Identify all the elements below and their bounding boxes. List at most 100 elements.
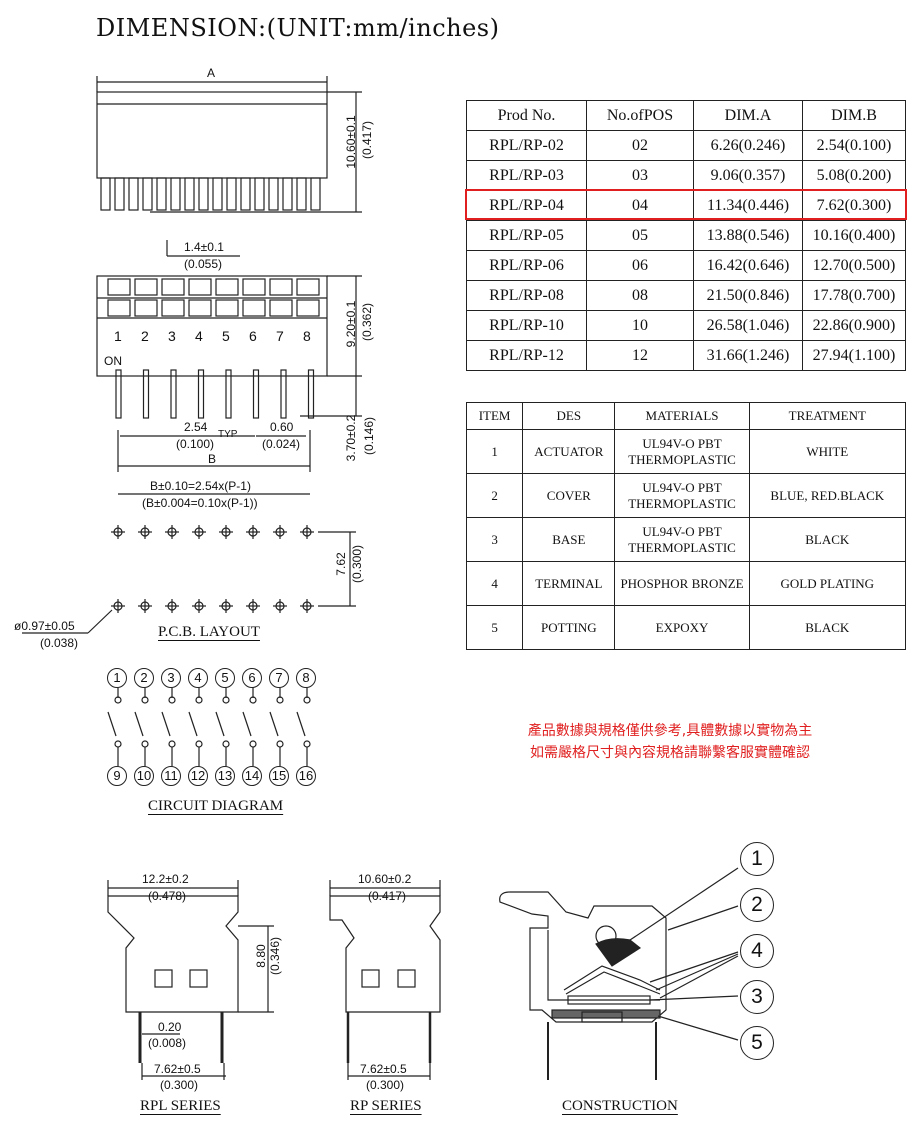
- b-formula-mm: B±0.10=2.54x(P-1): [150, 479, 251, 493]
- item-cell: 5: [465, 605, 524, 650]
- contact-node: [276, 696, 284, 704]
- switch-slot: [161, 278, 185, 296]
- pin-lead: [114, 177, 125, 211]
- switch-blade: [161, 711, 171, 737]
- pin-number-top: 7: [269, 668, 289, 688]
- table-cell: 08: [586, 280, 694, 311]
- des-cell: POTTING: [522, 605, 616, 650]
- front-height-mm: 9.20±0.1: [344, 300, 358, 348]
- pin-number-bottom: 16: [296, 766, 316, 786]
- table-cell: RPL/RP-12: [466, 340, 587, 371]
- pin-lead: [282, 177, 293, 211]
- pcb-layout-drawing: [111, 525, 314, 613]
- materials-line-1: UL94V-O PBT: [642, 523, 722, 539]
- table-cell: RPL/RP-08: [466, 280, 587, 311]
- hole-size-mm: ø0.97±0.05: [14, 619, 75, 633]
- position-number: 8: [303, 328, 311, 344]
- contact-node: [303, 740, 311, 748]
- switch-slot: [269, 278, 293, 296]
- pin-lead: [310, 177, 321, 211]
- materials-line-2: THERMOPLASTIC: [628, 495, 736, 511]
- pin-width-mm: 0.60: [270, 420, 294, 434]
- switch-slot: [242, 278, 266, 296]
- materials-line-1: UL94V-O PBT: [642, 479, 722, 495]
- switch-slot: [188, 278, 212, 296]
- position-number: 4: [195, 328, 203, 344]
- switch-slot: [215, 278, 239, 296]
- contact-node: [114, 696, 122, 704]
- table-cell: 04: [586, 190, 694, 221]
- table-cell: No.ofPOS: [586, 100, 694, 131]
- switch-actuator: [161, 299, 185, 317]
- switch-actuator: [134, 299, 158, 317]
- item-cell: 4: [465, 561, 524, 606]
- front-view-drawing: [96, 275, 362, 495]
- pin-lead: [128, 177, 139, 211]
- circuit-drawing: [107, 688, 311, 766]
- pin-number-top: 4: [188, 668, 208, 688]
- switch-actuator: [188, 299, 212, 317]
- table-cell: RPL/RP-03: [466, 160, 587, 191]
- pin-number-top: 3: [161, 668, 181, 688]
- switch-blade: [134, 711, 144, 737]
- pitch-in: (0.100): [176, 437, 215, 451]
- table-cell: 12.70(0.500): [802, 250, 906, 281]
- table-cell: 26.58(1.046): [693, 310, 803, 341]
- treatment-cell: WHITE: [748, 429, 907, 474]
- row-gap-mm: 7.62: [334, 552, 348, 576]
- table-cell: 06: [586, 250, 694, 281]
- contact-node: [249, 740, 257, 748]
- pcb-dims: [22, 531, 356, 634]
- table-cell: RPL/RP-02: [466, 130, 587, 161]
- typ-label: TYP: [218, 429, 238, 440]
- position-number: 5: [222, 328, 230, 344]
- contact-node: [141, 696, 149, 704]
- switch-actuator: [107, 299, 131, 317]
- contact-node: [222, 740, 230, 748]
- pcb-layout-caption: P.C.B. LAYOUT: [158, 624, 260, 640]
- item-cell: 2: [465, 473, 524, 518]
- header-cell: ITEM: [465, 402, 524, 430]
- rpl-row-mm: 7.62±0.5: [154, 1062, 201, 1076]
- pin-number-top: 5: [215, 668, 235, 688]
- rpl-width-mm: 12.2±0.2: [142, 872, 189, 886]
- rpl-series-drawing: [107, 880, 274, 1080]
- front-pin: [307, 369, 315, 419]
- front-pin: [280, 369, 287, 419]
- pin-lead: [296, 177, 307, 211]
- switch-blade: [269, 711, 279, 737]
- dim-b-label: B: [208, 452, 217, 466]
- rp-series-caption: RP SERIES: [350, 1098, 422, 1114]
- contact-node: [168, 740, 176, 748]
- circuit-caption: CIRCUIT DIAGRAM: [148, 798, 284, 814]
- pin-number-bottom: 12: [188, 766, 208, 786]
- notice-line-1: 產品數據與規格僅供參考,具體數據以實物為主: [527, 723, 813, 739]
- table-cell: 22.86(0.900): [802, 310, 906, 341]
- table-cell: 31.66(1.246): [693, 340, 803, 371]
- des-cell: TERMINAL: [522, 561, 616, 606]
- top-height-mm: 10.60±0.1: [344, 115, 358, 169]
- b-formula-in: (B±0.004=0.10x(P-1)): [142, 496, 258, 510]
- materials-line-2: THERMOPLASTIC: [628, 451, 736, 467]
- dim-a-label: A: [207, 66, 216, 80]
- pin-number-bottom: 9: [107, 766, 127, 786]
- pin-number-bottom: 10: [134, 766, 154, 786]
- table-cell: 03: [586, 160, 694, 191]
- switch-blade: [242, 711, 252, 737]
- header-cell: MATERIALS: [614, 402, 750, 430]
- contact-node: [195, 696, 203, 704]
- materials-cell: EXPOXY: [614, 605, 750, 650]
- construction-drawing: [499, 867, 739, 1080]
- table-cell: 11.34(0.446): [693, 190, 803, 221]
- pin-number-bottom: 13: [215, 766, 235, 786]
- contact-node: [303, 696, 311, 704]
- materials-line-2: THERMOPLASTIC: [628, 539, 736, 555]
- table-cell: DIM.A: [693, 100, 803, 131]
- rpl-pin-mm: 0.20: [158, 1020, 182, 1034]
- materials-line-1: EXPOXY: [655, 619, 709, 635]
